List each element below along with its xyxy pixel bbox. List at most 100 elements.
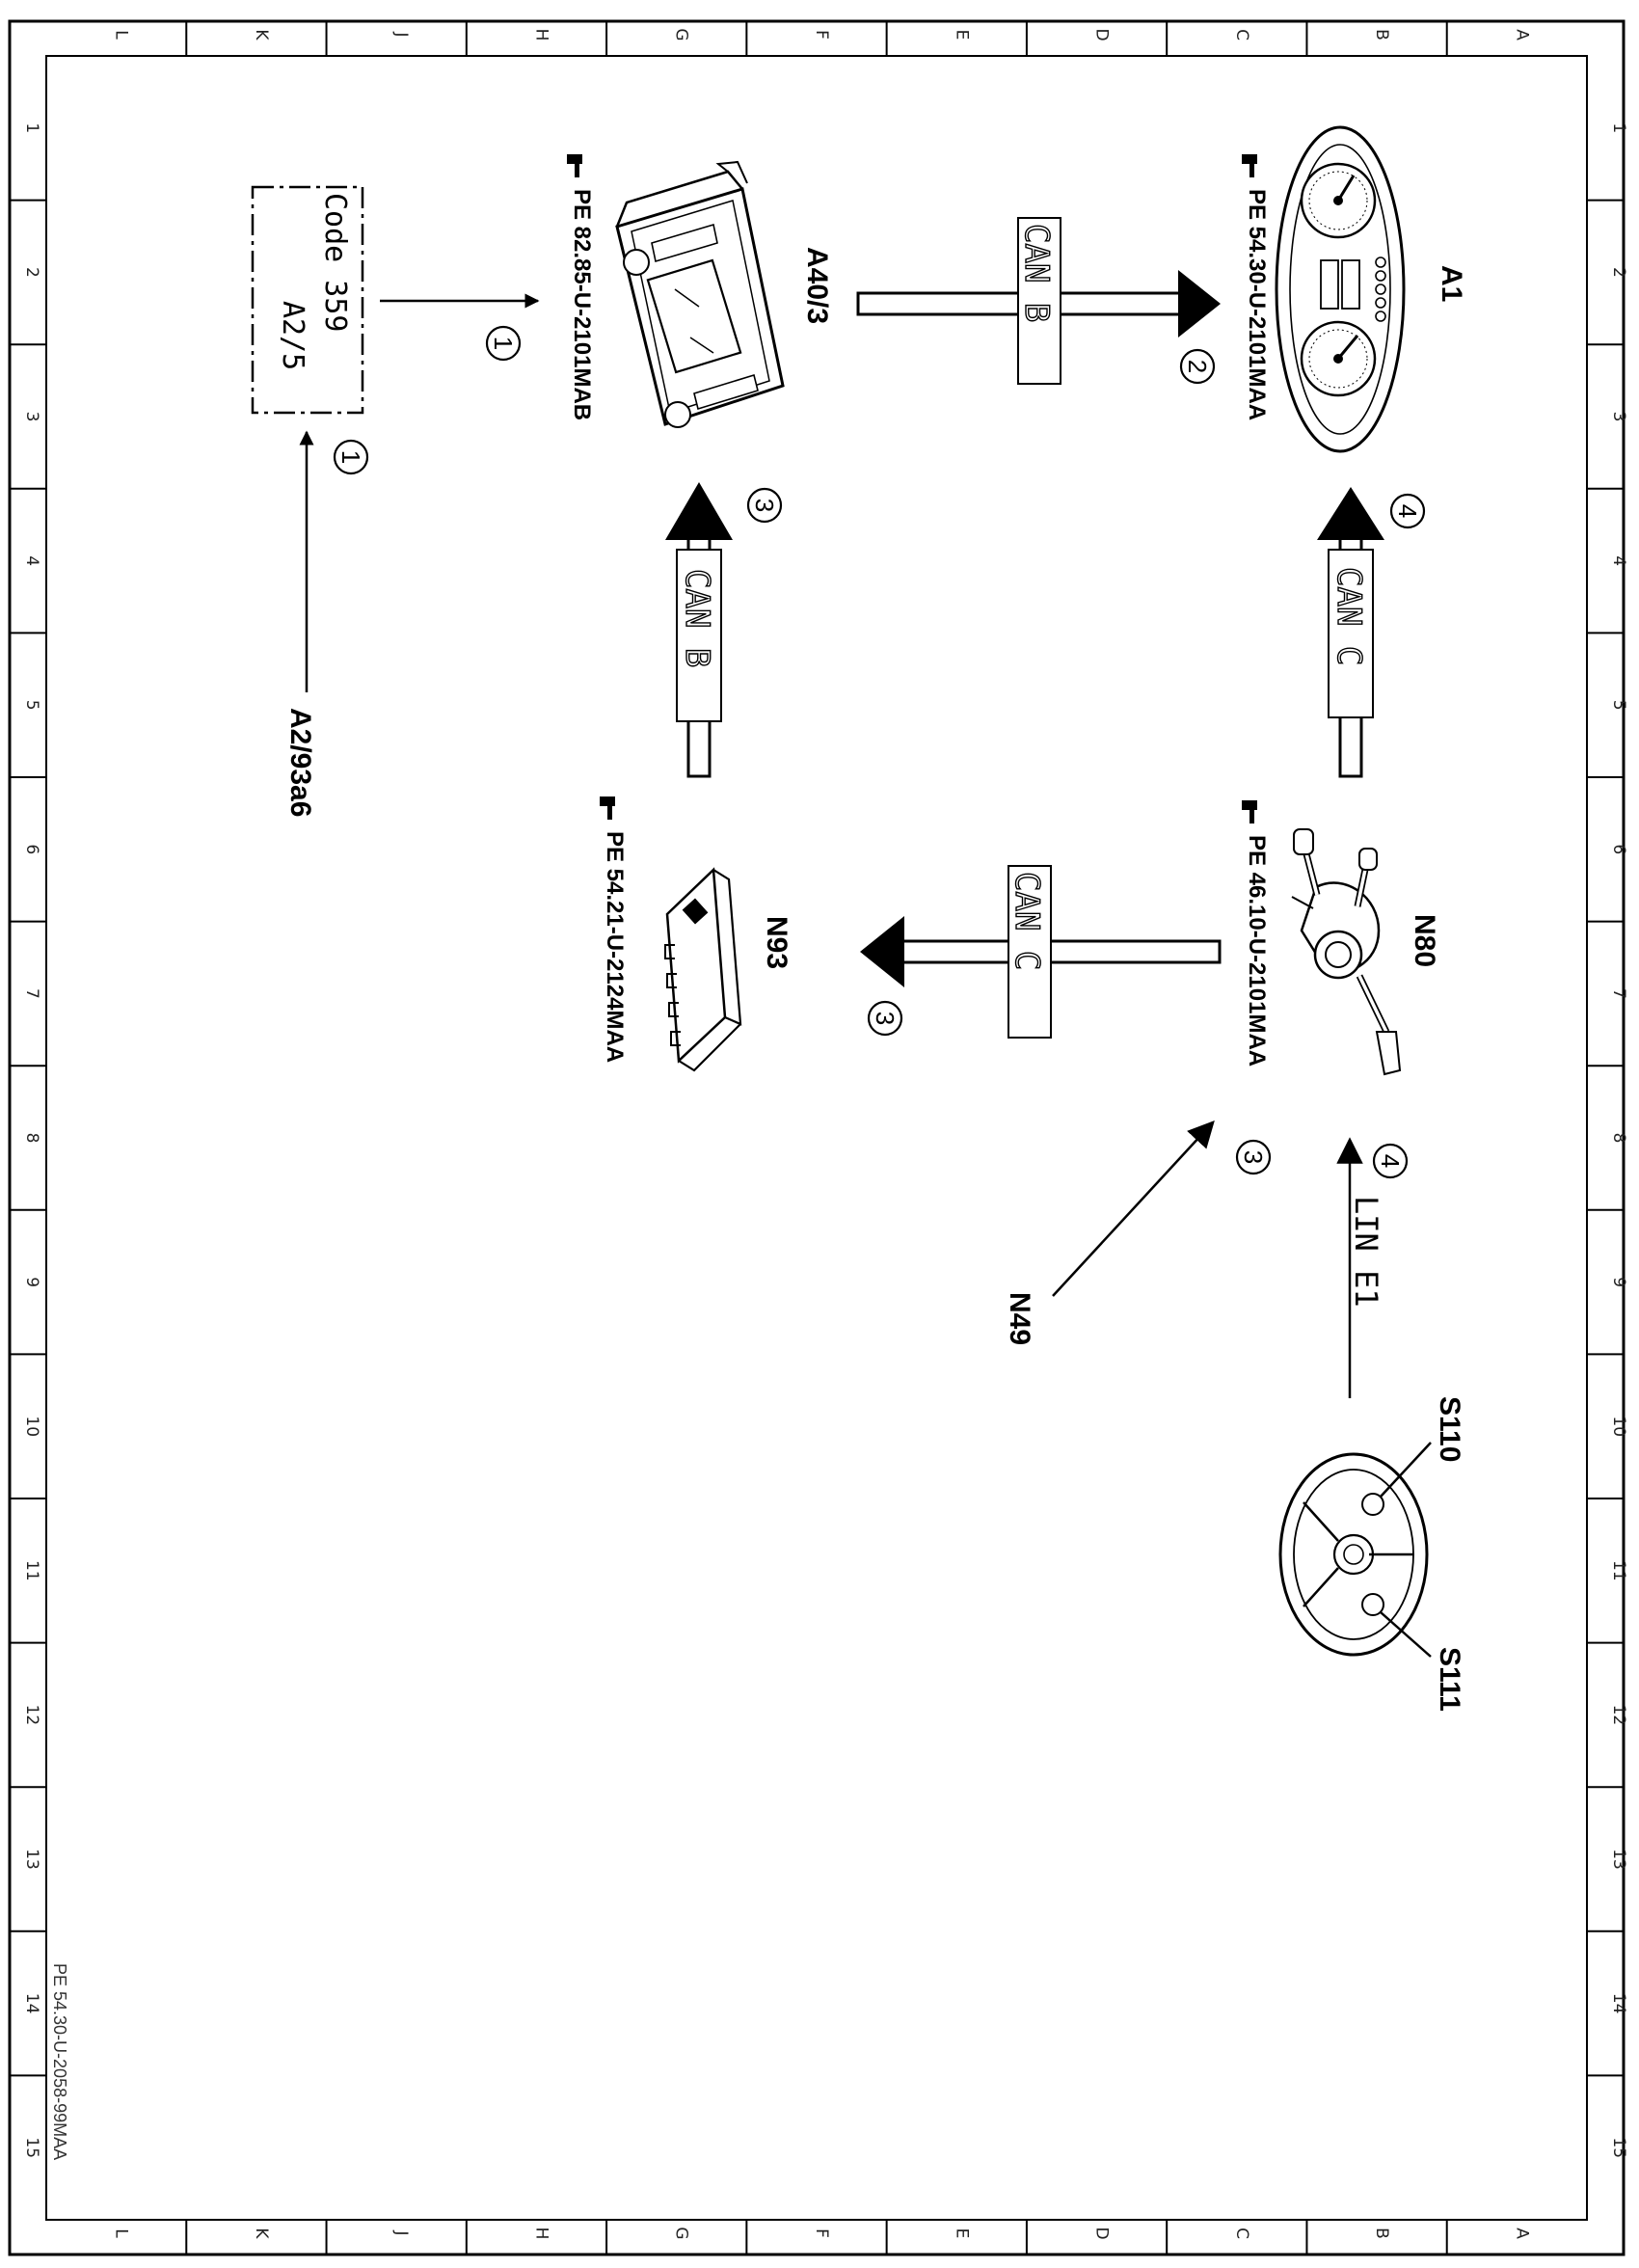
zone-number-right: 5 — [1609, 700, 1628, 711]
can-b-left-label: CAN B — [678, 569, 716, 667]
zone-letter-bottom: K — [252, 2228, 271, 2239]
zone-number-left: 5 — [22, 700, 41, 711]
s111-switch — [1361, 1593, 1384, 1616]
n93-ref: PE 54.21-U-2124MAA — [602, 831, 628, 1063]
zone-letter-bottom: L — [112, 2228, 131, 2238]
zone-letter-top: B — [1372, 29, 1391, 40]
n80-label: N80 — [1409, 914, 1440, 967]
zone-letter-top: E — [952, 30, 971, 40]
step-4a-number: 4 — [1393, 504, 1422, 518]
can-c-mid-label: CAN C — [1008, 872, 1046, 970]
zone-letter-top: L — [112, 30, 131, 40]
step-circle: 3 — [867, 1000, 903, 1037]
n93-label: N93 — [761, 916, 793, 969]
hand-pointer-icon — [600, 796, 615, 820]
zone-number-right: 14 — [1609, 1993, 1628, 2014]
zone-number-left: 10 — [22, 1416, 41, 1437]
zone-number-right: 2 — [1609, 267, 1628, 278]
a40-3-head-unit — [615, 160, 785, 428]
step-circle: 4 — [1389, 493, 1426, 529]
zone-number-right: 10 — [1609, 1416, 1628, 1437]
zone-number-left: 9 — [22, 1277, 41, 1287]
step-circle: 3 — [746, 487, 783, 524]
hand-pointer-icon — [1242, 800, 1257, 824]
n80-ref: PE 46.10-U-2101MAA — [1244, 835, 1270, 1066]
step-3a-number: 3 — [750, 499, 779, 512]
zone-letter-bottom: C — [1232, 2228, 1251, 2239]
step-circle: 1 — [333, 439, 369, 475]
zone-letter-bottom: H — [531, 2228, 551, 2240]
zone-letter-bottom: B — [1372, 2228, 1391, 2239]
can-b-top-label: CAN B — [1017, 224, 1056, 322]
zone-letter-bottom: D — [1092, 2227, 1112, 2239]
zone-letter-top: D — [1092, 28, 1112, 40]
zone-letter-bottom: F — [812, 2228, 831, 2238]
can-c-right-label: CAN C — [1330, 567, 1368, 665]
can-c-bus-mid — [860, 865, 1222, 1039]
zone-letter-top: H — [531, 29, 551, 41]
zone-letter-bottom: E — [952, 2228, 971, 2239]
zone-letter-bottom: G — [672, 2227, 691, 2239]
s111-label: S111 — [1434, 1647, 1465, 1712]
zone-number-right: 3 — [1609, 412, 1628, 422]
zone-number-left: 15 — [22, 2137, 41, 2158]
zone-number-right: 9 — [1609, 1277, 1628, 1287]
zone-letter-top: K — [252, 29, 271, 40]
zone-number-right: 7 — [1609, 988, 1628, 999]
a40-3-label: A40/3 — [801, 247, 833, 324]
step-4b-number: 4 — [1376, 1154, 1405, 1168]
drawing-frame — [8, 19, 1626, 2256]
step-circle: 1 — [485, 325, 522, 362]
zone-number-left: 1 — [22, 122, 41, 133]
zone-number-left: 13 — [22, 1849, 41, 1870]
arrow-n49-to-n80 — [1052, 1120, 1215, 1297]
zone-letter-top: A — [1512, 29, 1531, 40]
zone-letter-bottom: J — [391, 2229, 411, 2235]
zone-number-right: 15 — [1609, 2137, 1628, 2158]
zone-number-left: 14 — [22, 1993, 41, 2014]
zone-number-right: 11 — [1609, 1560, 1628, 1581]
zone-letter-top: C — [1232, 29, 1251, 40]
zone-number-left: 12 — [22, 1705, 41, 1726]
lin-e1-label: LIN E1 — [1348, 1196, 1384, 1308]
document-id: PE 54.30-U-2058-99MAA — [50, 1963, 69, 2160]
s110-label: S110 — [1434, 1396, 1465, 1462]
zone-number-right: 1 — [1609, 122, 1628, 133]
step-circle: 2 — [1179, 348, 1216, 385]
code-359-box — [251, 185, 364, 415]
a40-3-ref: PE 82.85-U-2101MAB — [569, 189, 595, 420]
hand-pointer-icon — [1242, 154, 1257, 177]
zone-letter-top: F — [812, 30, 831, 40]
step-3b-number: 3 — [871, 1012, 900, 1025]
zone-number-left: 8 — [22, 1133, 41, 1144]
zone-number-left: 3 — [22, 412, 41, 422]
step-2-number: 2 — [1183, 360, 1212, 373]
zone-number-right: 8 — [1609, 1133, 1628, 1144]
zone-number-left: 2 — [22, 267, 41, 278]
code-box-line2: A2/5 — [276, 301, 309, 370]
zone-number-right: 13 — [1609, 1849, 1628, 1870]
zone-number-left: 7 — [22, 988, 41, 999]
n93-module — [664, 867, 742, 1072]
s110-switch — [1361, 1493, 1384, 1516]
zone-number-right: 4 — [1609, 555, 1628, 566]
a2-93a6-label: A2/93a6 — [284, 708, 316, 817]
n80-steering-column-module — [1291, 828, 1402, 1076]
step-1b-number: 1 — [336, 450, 365, 464]
can-c-bus-right — [1317, 487, 1384, 778]
zone-letter-top: G — [672, 28, 691, 40]
step-1a-number: 1 — [489, 337, 518, 350]
code-box-line1: Code 359 — [318, 193, 352, 333]
a1-ref: PE 54.30-U-2101MAA — [1244, 189, 1270, 420]
zone-number-right: 6 — [1609, 844, 1628, 854]
step-3c-number: 3 — [1239, 1150, 1268, 1164]
zone-number-left: 11 — [22, 1560, 41, 1581]
a1-instrument-cluster — [1275, 125, 1406, 453]
a1-label: A1 — [1436, 265, 1467, 302]
can-b-bus-left — [665, 482, 733, 778]
zone-letter-bottom: A — [1512, 2228, 1531, 2239]
zone-number-left: 4 — [22, 555, 41, 566]
steering-wheel — [1278, 1442, 1432, 1658]
